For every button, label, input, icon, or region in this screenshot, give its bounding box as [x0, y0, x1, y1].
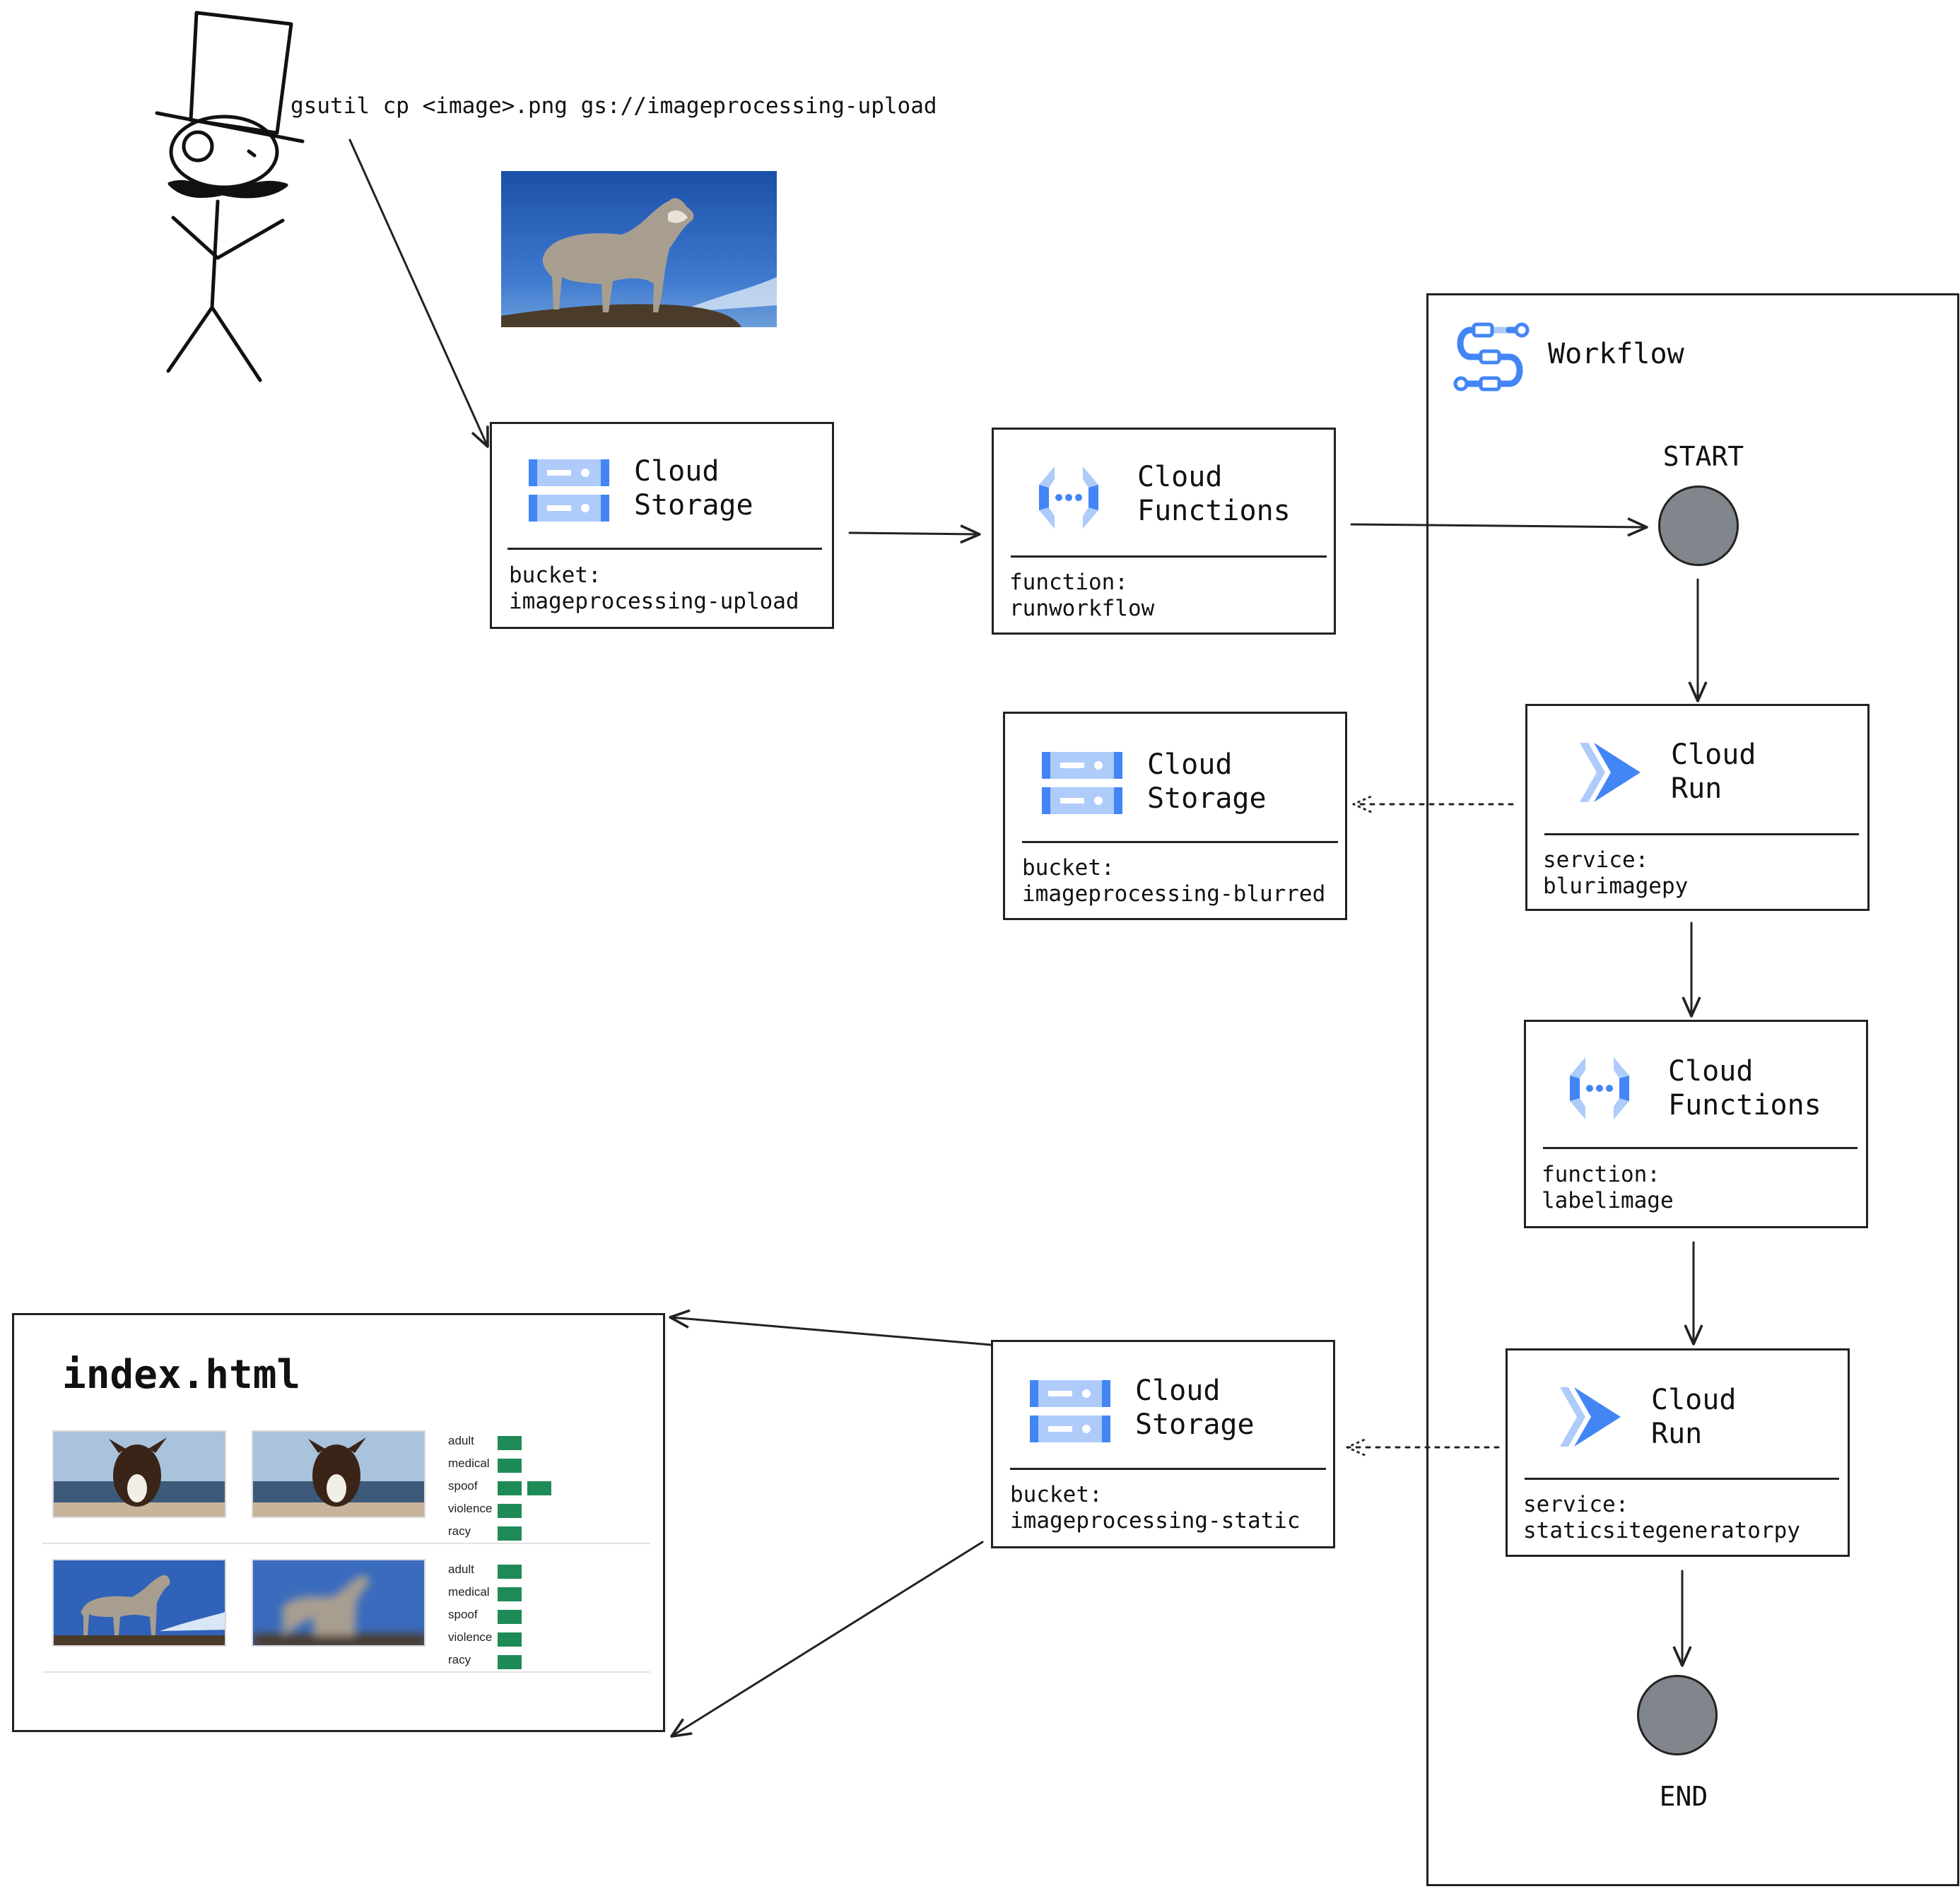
node-sub-line1: function:: [1009, 570, 1128, 595]
static-run-node: Cloud Run service: staticsitegeneratorpy: [1506, 1348, 1850, 1557]
safe-search-label: medical: [448, 1585, 490, 1599]
original-image-thumb: [52, 1559, 226, 1647]
safe-search-label: violence: [448, 1630, 493, 1644]
node-sub-line1: bucket:: [509, 563, 602, 588]
original-image-thumb: [52, 1430, 226, 1518]
likelihood-bar: [498, 1587, 522, 1601]
node-title-line2: Run: [1651, 1418, 1703, 1450]
safe-search-label: racy: [448, 1653, 471, 1666]
storage-icon: [529, 459, 609, 522]
node-title-line1: Cloud: [1671, 738, 1756, 771]
likelihood-bar: [498, 1481, 522, 1495]
workflow-title: Workflow: [1548, 338, 1684, 370]
node-sub-line1: service:: [1543, 847, 1649, 873]
node-divider: [1544, 833, 1859, 835]
likelihood-bar: [498, 1526, 522, 1541]
trigger-function-node: Cloud Functions function: runworkflow: [992, 428, 1336, 635]
arrow-storage-to-page-top: [670, 1317, 992, 1346]
likelihood-bar: [498, 1504, 522, 1518]
node-divider: [507, 548, 822, 550]
likelihood-bars: [498, 1434, 639, 1561]
node-sub-line2: imageprocessing-static: [1010, 1508, 1301, 1534]
end-node: [1637, 1675, 1718, 1755]
node-title-line2: Functions: [1137, 495, 1291, 527]
upload-storage-node: Cloud Storage bucket: imageprocessing-up…: [490, 422, 834, 629]
node-title-line2: Storage: [634, 489, 753, 522]
node-title-line1: Cloud: [1135, 1375, 1221, 1407]
node-sub-line1: bucket:: [1010, 1482, 1103, 1507]
node-sub-line2: blurimagepy: [1543, 873, 1689, 899]
node-sub-line1: function:: [1542, 1162, 1660, 1187]
arrow-function-to-start: [1350, 524, 1647, 527]
safe-search-label: medical: [448, 1457, 490, 1470]
likelihood-bar: [498, 1655, 522, 1669]
arrow-user-to-upload: [348, 139, 488, 447]
node-divider: [1022, 841, 1338, 843]
node-title-line1: Cloud: [1137, 461, 1223, 493]
static-storage-node: Cloud Storage bucket: imageprocessing-st…: [991, 1340, 1335, 1548]
arrow-upload-to-function: [848, 533, 980, 534]
run-icon: [1560, 1387, 1621, 1447]
storage-icon: [1042, 752, 1122, 814]
workflow-frame: [1426, 293, 1959, 1886]
start-label: START: [1662, 441, 1744, 472]
node-divider: [1525, 1478, 1839, 1480]
safe-search-label: adult: [448, 1434, 474, 1447]
safe-search-label: spoof: [448, 1479, 478, 1493]
node-title-line2: Storage: [1147, 782, 1267, 815]
stick-figure-icon: [155, 11, 305, 382]
likelihood-bar: [498, 1610, 522, 1624]
functions-icon: [1039, 466, 1098, 529]
start-node: [1658, 486, 1739, 566]
node-sub-line2: imageprocessing-upload: [509, 589, 799, 614]
labeled-image-thumb: [252, 1430, 426, 1518]
node-divider: [1543, 1147, 1858, 1149]
node-sub-line1: service:: [1523, 1492, 1629, 1517]
node-title-line1: Cloud: [634, 455, 720, 488]
node-sub-line2: runworkflow: [1009, 596, 1155, 621]
node-title-line2: Storage: [1135, 1408, 1255, 1441]
workflows-icon: [1453, 322, 1530, 392]
likelihood-bars: [498, 1563, 639, 1690]
storage-icon: [1030, 1380, 1110, 1442]
label-function-node: Cloud Functions function: labelimage: [1524, 1020, 1868, 1228]
blurred-storage-node: Cloud Storage bucket: imageprocessing-bl…: [1003, 712, 1347, 920]
node-title-line1: Cloud: [1651, 1384, 1737, 1416]
safe-search-label: adult: [448, 1563, 474, 1576]
blur-run-node: Cloud Run service: blurimagepy: [1525, 704, 1870, 911]
likelihood-bar: [498, 1436, 522, 1450]
wolf-image: [501, 171, 777, 327]
likelihood-bar: [527, 1481, 551, 1495]
arrow-storage-to-page-bottom: [671, 1541, 984, 1736]
node-sub-line1: bucket:: [1022, 855, 1115, 881]
index-page-title: index.html: [62, 1352, 301, 1398]
blurred-image-thumb: [252, 1559, 426, 1647]
node-title-line1: Cloud: [1147, 748, 1233, 781]
likelihood-bar: [498, 1632, 522, 1647]
upload-command: gsutil cp <image>.png gs://imageprocessi…: [291, 93, 937, 119]
node-sub-line2: labelimage: [1542, 1188, 1674, 1213]
row-divider: [42, 1543, 650, 1544]
functions-icon: [1570, 1057, 1629, 1119]
end-label: END: [1659, 1781, 1708, 1812]
run-icon: [1580, 743, 1641, 802]
node-sub-line2: staticsitegeneratorpy: [1523, 1518, 1800, 1543]
row-divider: [42, 1671, 650, 1673]
safe-search-label: racy: [448, 1524, 471, 1538]
node-title-line1: Cloud: [1668, 1055, 1754, 1088]
index-page-preview: index.html adult medical spoof violence …: [12, 1313, 665, 1732]
safe-search-label: violence: [448, 1502, 493, 1515]
likelihood-bar: [498, 1459, 522, 1473]
likelihood-bar: [498, 1565, 522, 1579]
node-divider: [1011, 555, 1327, 558]
node-title-line2: Functions: [1668, 1089, 1821, 1122]
node-title-line2: Run: [1671, 772, 1723, 805]
safe-search-label: spoof: [448, 1608, 478, 1621]
node-sub-line2: imageprocessing-blurred: [1022, 881, 1326, 907]
node-divider: [1010, 1468, 1326, 1470]
